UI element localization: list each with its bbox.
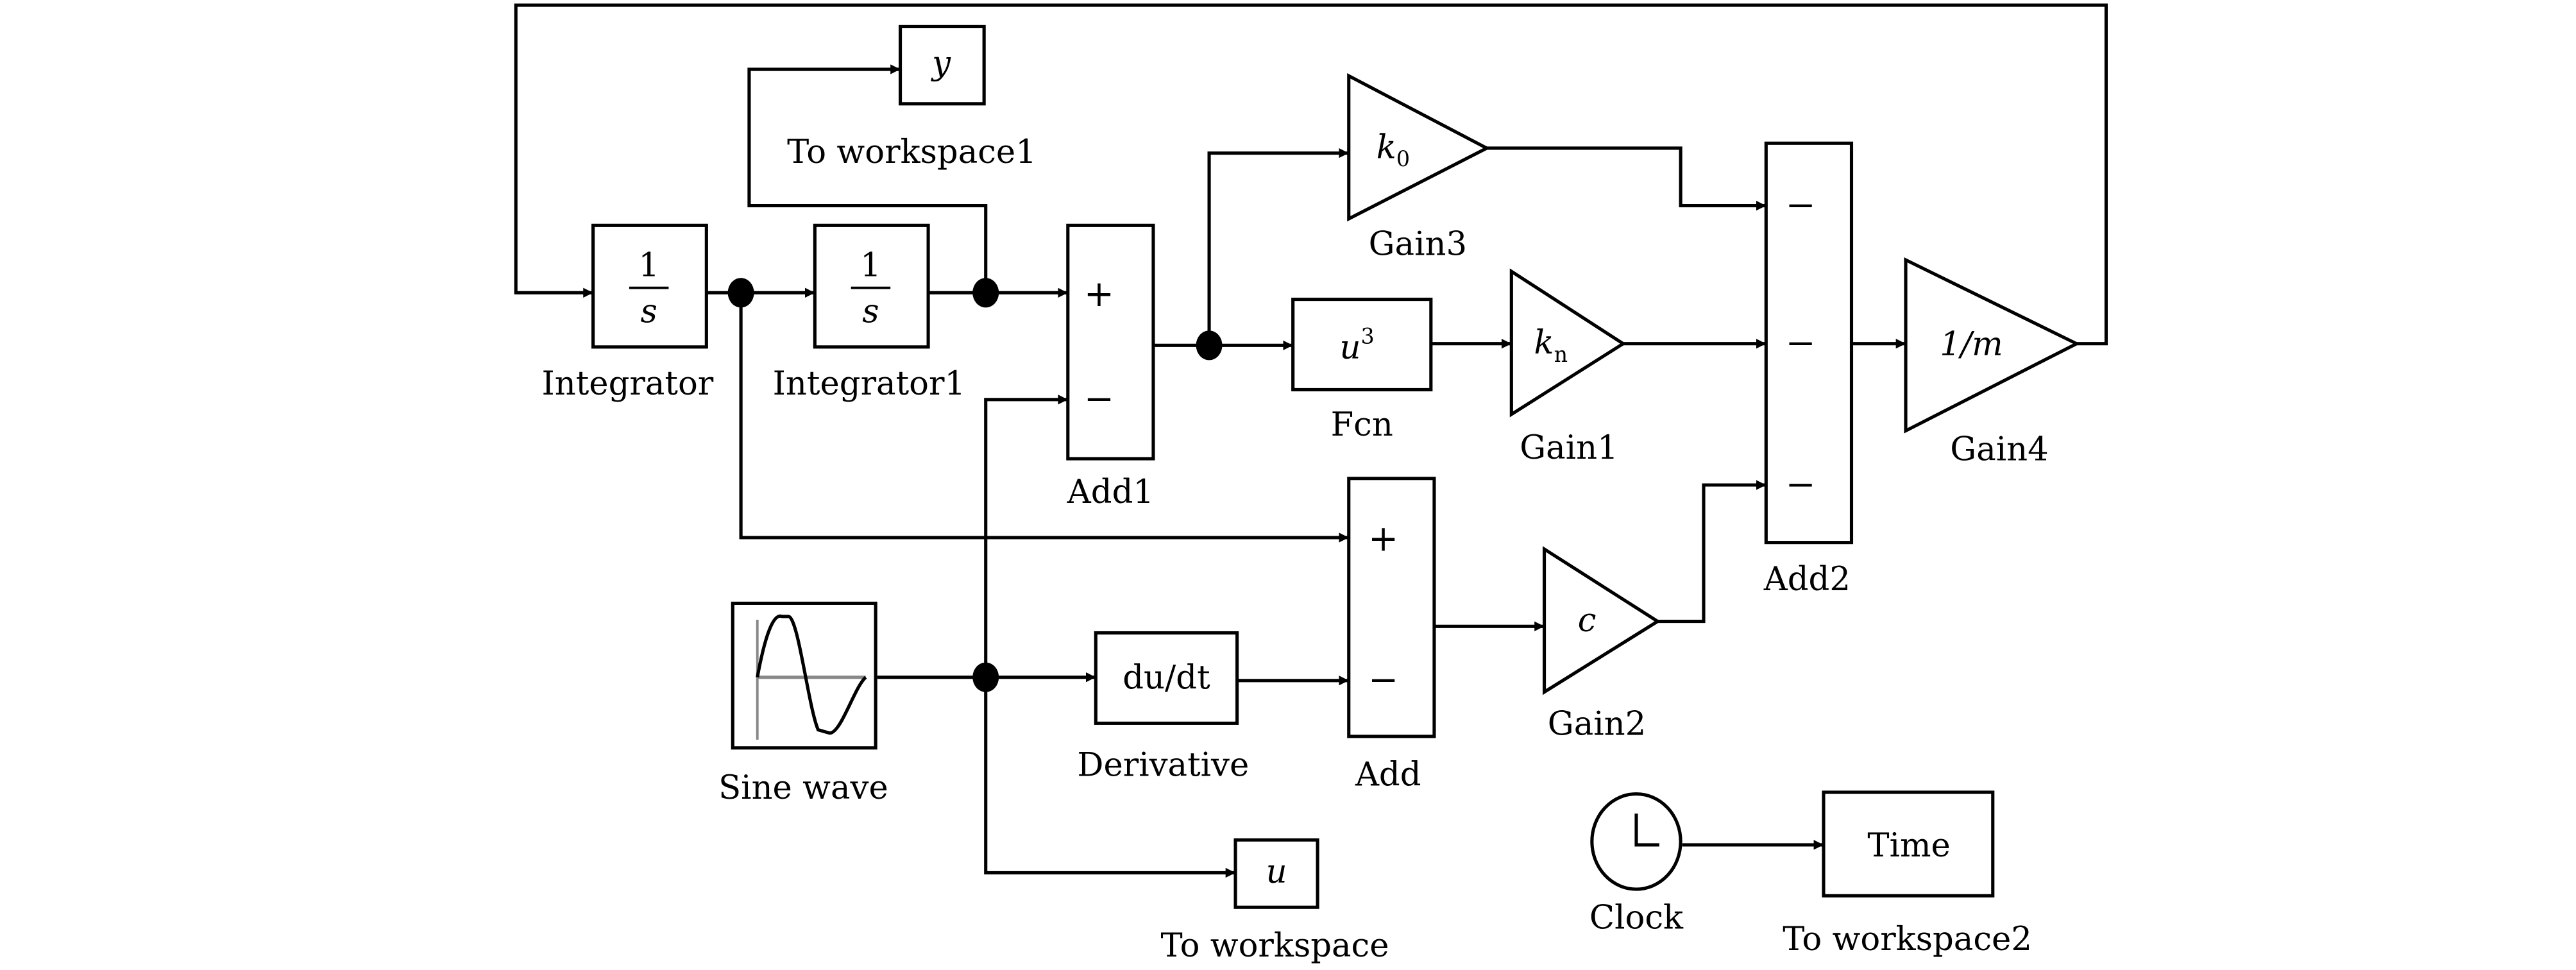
to-workspace-label: To workspace — [1160, 926, 1389, 965]
integrator-block[interactable]: 1 s Integrator — [541, 223, 714, 403]
junction-dot — [972, 662, 999, 692]
add2-sign-1: − — [1786, 185, 1816, 226]
integrator-denominator: s — [641, 292, 657, 330]
gain4-value: 1/m — [1940, 325, 2003, 364]
gain4-label: Gain4 — [1950, 430, 2048, 469]
wire-sine-to-add1 — [984, 395, 1068, 677]
to-workspace1-block[interactable]: y To workspace1 — [787, 24, 1037, 171]
sine-wave-block[interactable]: Sine wave — [718, 601, 888, 807]
signal-lines — [514, 3, 2108, 878]
wire-feedback — [514, 3, 2108, 346]
junctions — [727, 278, 1223, 692]
gain3-value: k0 — [1377, 128, 1410, 171]
clock-icon — [1634, 813, 1659, 847]
add1-label: Add1 — [1067, 473, 1154, 511]
to-workspace2-var: Time — [1867, 826, 1950, 865]
wire-sine-to-workspace — [984, 677, 1236, 878]
add2-sign-3: − — [1786, 464, 1816, 506]
gain2-block[interactable]: c Gain2 — [1542, 546, 1661, 743]
gain2-value: c — [1578, 601, 1597, 640]
gain1-value: kn — [1534, 323, 1568, 367]
junction-dot — [972, 278, 999, 308]
junction-dot — [1196, 330, 1223, 361]
sine-wave-icon — [756, 614, 867, 735]
clock-block[interactable]: Clock — [1589, 792, 1684, 937]
to-workspace1-label: To workspace1 — [787, 133, 1037, 171]
gain1-label: Gain1 — [1520, 429, 1618, 467]
add2-label: Add2 — [1763, 560, 1851, 599]
clock-label: Clock — [1589, 899, 1684, 937]
to-workspace-var: u — [1266, 853, 1287, 891]
derivative-label: Derivative — [1077, 745, 1249, 784]
add2-block[interactable]: − − − Add2 — [1763, 141, 1854, 599]
to-workspace2-label: To workspace2 — [1783, 920, 2032, 958]
gain3-label: Gain3 — [1369, 225, 1467, 263]
integrator1-block[interactable]: 1 s Integrator1 — [773, 223, 965, 403]
integrator1-label: Integrator1 — [773, 364, 965, 403]
wire-gain3-to-add2 — [1486, 146, 1767, 211]
integrator-label: Integrator — [541, 364, 713, 403]
to-workspace-block[interactable]: u To workspace — [1160, 838, 1389, 965]
gain3-block[interactable]: k0 Gain3 — [1347, 73, 1491, 263]
wire-int-to-add — [739, 293, 1349, 543]
wire-gain2-to-add2 — [1657, 480, 1767, 624]
add1-sign-plus: + — [1084, 273, 1114, 315]
add1-block[interactable]: + − Add1 — [1066, 223, 1155, 511]
add-block[interactable]: + − Add — [1347, 477, 1436, 794]
gain1-block[interactable]: kn Gain1 — [1509, 268, 1627, 467]
add2-sign-2: − — [1786, 323, 1816, 364]
junction-dot — [727, 278, 754, 308]
derivative-block[interactable]: du/dt Derivative — [1077, 631, 1249, 785]
fcn-label: Fcn — [1331, 405, 1393, 444]
add1-sign-minus: − — [1084, 379, 1114, 420]
add-sign-minus: − — [1368, 659, 1398, 701]
add-sign-plus: + — [1368, 518, 1398, 559]
sine-wave-label: Sine wave — [718, 769, 888, 807]
gain4-block[interactable]: 1/m Gain4 — [1904, 257, 2081, 469]
to-workspace2-block[interactable]: Time To workspace2 — [1783, 790, 2032, 958]
add-label: Add — [1355, 756, 1421, 794]
integrator1-numerator: 1 — [860, 246, 881, 285]
to-workspace1-var: y — [931, 44, 951, 83]
integrator1-denominator: s — [862, 292, 879, 330]
fcn-expr: u3 — [1339, 324, 1374, 367]
gain2-label: Gain2 — [1548, 704, 1646, 743]
wire-add1-to-gain3 — [1207, 148, 1349, 346]
derivative-expr: du/dt — [1123, 659, 1210, 697]
wire-to-workspace1 — [747, 64, 988, 293]
fcn-block[interactable]: u3 Fcn — [1291, 298, 1433, 445]
integrator-numerator: 1 — [638, 246, 659, 285]
